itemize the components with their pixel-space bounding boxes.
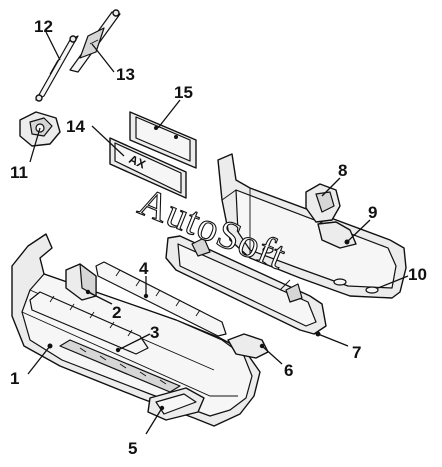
leader-5 [145,407,163,435]
callout-8: 8 [338,161,347,180]
leader-8 [321,177,341,197]
callout-6: 6 [284,361,293,380]
callout-14: 14 [66,117,85,136]
leader-2 [87,291,113,305]
leader-14 [91,125,125,157]
part-10-rear-panel [217,153,407,299]
callout-13: 13 [116,65,135,84]
bumper-lower-grille [59,339,181,393]
leader-11 [29,127,41,163]
part-8-bracket [305,183,341,223]
callout-1: 1 [10,369,19,388]
leader-10 [377,275,409,289]
part-7-beam [165,235,327,337]
leader-lines [27,31,409,435]
part-3-strip [29,291,149,355]
callout-2: 2 [112,303,121,322]
part-9-clip [317,221,357,249]
leader-12 [45,31,61,61]
callout-15: 15 [174,83,193,102]
callout-9: 9 [368,203,377,222]
part-15-plate-bracket [129,111,197,169]
leader-13 [91,43,115,73]
part-4-rail [95,261,227,337]
part-14-license-plate: AX [109,137,187,199]
callout-12: 12 [34,17,53,36]
callout-11: 11 [10,163,28,182]
leader-3 [117,333,151,351]
part-13-strut [69,9,121,73]
part-12-strut [35,35,79,102]
callout-4: 4 [139,259,149,278]
callout-3: 3 [150,323,159,342]
leader-9 [346,219,371,243]
leader-15 [157,99,181,129]
leader-1 [27,345,51,375]
callout-10: 10 [408,265,427,284]
callouts: 1 2 3 4 5 6 7 8 9 10 11 12 13 14 15 [10,17,427,458]
leader-6 [261,345,283,365]
plate-text: AX [127,152,148,172]
leader-7 [317,333,349,347]
callout-5: 5 [128,439,137,458]
callout-7: 7 [352,343,361,362]
part-5-corner-trim [147,387,205,421]
